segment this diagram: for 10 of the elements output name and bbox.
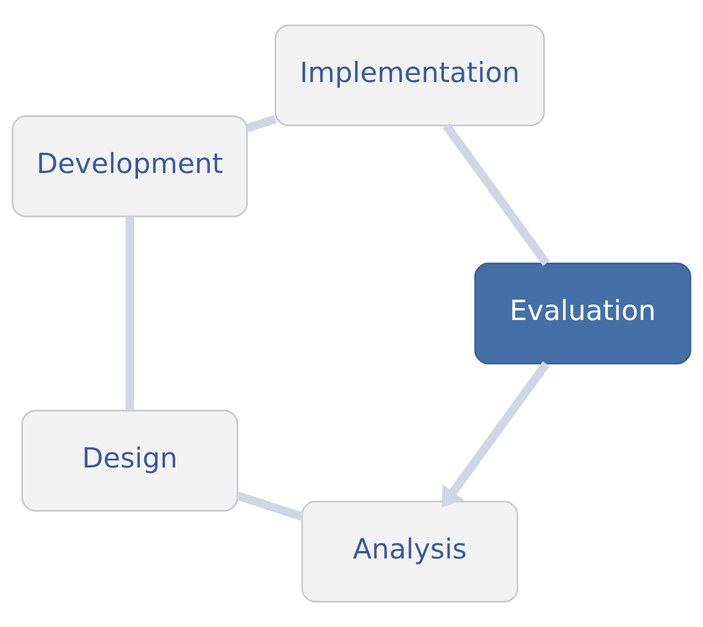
node-box: Development (12, 115, 248, 218)
connector (246, 114, 277, 132)
node-box: Implementation (274, 24, 545, 126)
node-box: Design (21, 410, 238, 512)
connector (126, 216, 134, 410)
connector (236, 492, 304, 521)
node-box: Analysis (301, 500, 518, 603)
connector (442, 123, 550, 266)
node-box: Evaluation (474, 262, 692, 364)
arrow (442, 361, 550, 508)
